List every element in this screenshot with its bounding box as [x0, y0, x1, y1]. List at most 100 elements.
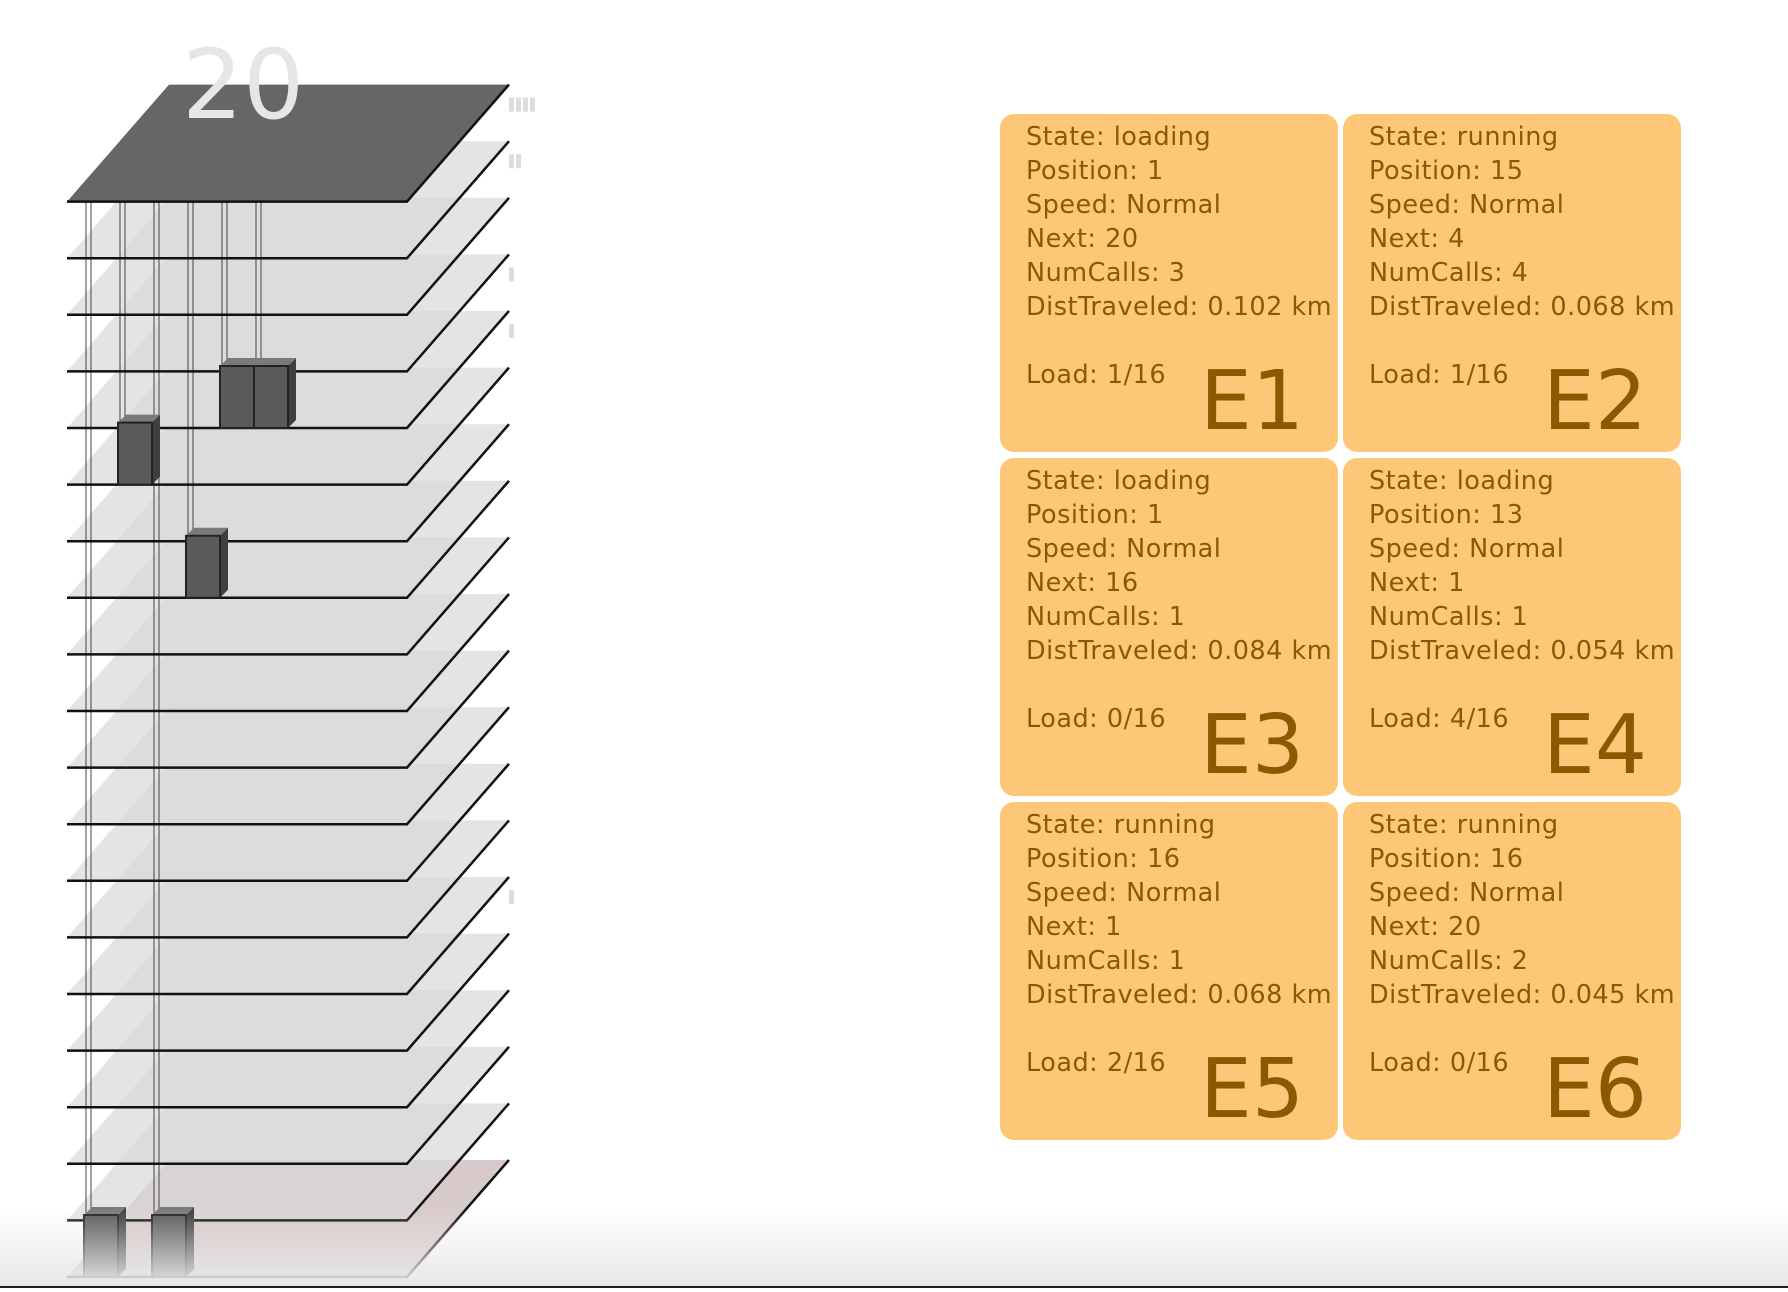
- stat-load: Load: 1/16: [1026, 360, 1167, 390]
- floor-edge: [67, 366, 510, 486]
- elevator-car-side: [288, 358, 296, 428]
- stat-position: Position: 1: [1026, 156, 1164, 186]
- elevator-car-e2: [117, 421, 153, 486]
- elevator-id-label: E4: [1543, 698, 1647, 793]
- elevator-car-e6: [253, 365, 289, 429]
- stat-position: Position: 16: [1369, 844, 1524, 874]
- floor-edge: [67, 479, 510, 600]
- floor-edge: [67, 83, 510, 203]
- stat-state: State: loading: [1369, 466, 1555, 496]
- stat-load: Load: 0/16: [1026, 704, 1167, 734]
- stat-spacer: [1369, 668, 1675, 702]
- floor-edge: [67, 253, 510, 373]
- waiting-passenger-marker: [516, 154, 521, 169]
- stat-state: State: running: [1369, 810, 1559, 840]
- stat-dist-traveled: DistTraveled: 0.045 km: [1369, 980, 1676, 1010]
- stat-position: Position: 16: [1026, 844, 1181, 874]
- floor-edge: [67, 932, 510, 1052]
- stat-numcalls: NumCalls: 3: [1026, 258, 1186, 288]
- stat-position: Position: 1: [1026, 500, 1164, 530]
- stat-dist-traveled: DistTraveled: 0.084 km: [1026, 636, 1333, 666]
- floor-edge: [67, 989, 510, 1109]
- elevator-car-side: [220, 527, 228, 598]
- stat-speed: Speed: Normal: [1026, 878, 1222, 908]
- floor-indicator: 20: [182, 29, 305, 141]
- stat-spacer: [1026, 1012, 1332, 1046]
- stat-load: Load: 0/16: [1369, 1048, 1510, 1078]
- elevator-id-label: E5: [1200, 1042, 1304, 1137]
- stat-state: State: running: [1026, 810, 1216, 840]
- floor-edge: [67, 649, 510, 769]
- elevator-car-e4: [185, 534, 221, 599]
- waiting-passenger-marker: [509, 890, 514, 904]
- stat-state: State: loading: [1026, 122, 1212, 152]
- stat-speed: Speed: Normal: [1369, 190, 1565, 220]
- stat-dist-traveled: DistTraveled: 0.054 km: [1369, 636, 1676, 666]
- stat-next: Next: 1: [1026, 912, 1122, 942]
- waiting-passenger-marker: [516, 97, 521, 112]
- stat-numcalls: NumCalls: 2: [1369, 946, 1529, 976]
- floor-edge: [67, 536, 510, 656]
- elevator-car-top: [186, 527, 228, 536]
- floor-edge: [67, 593, 510, 713]
- stat-load: Load: 4/16: [1369, 704, 1510, 734]
- elevator-id-label: E2: [1543, 354, 1647, 449]
- stat-next: Next: 4: [1369, 224, 1465, 254]
- building-svg: [67, 83, 535, 1279]
- waiting-passenger-marker: [509, 154, 514, 169]
- stat-spacer: [1026, 324, 1332, 358]
- bottom-rule: [0, 1286, 1788, 1288]
- stat-dist-traveled: DistTraveled: 0.068 km: [1026, 980, 1333, 1010]
- floor-edge: [67, 423, 510, 543]
- stat-speed: Speed: Normal: [1369, 534, 1565, 564]
- floor-edge: [67, 310, 510, 430]
- stat-state: State: loading: [1026, 466, 1212, 496]
- stat-load: Load: 1/16: [1369, 360, 1510, 390]
- stat-dist-traveled: DistTraveled: 0.102 km: [1026, 292, 1333, 322]
- bottom-shade: [0, 1208, 1788, 1288]
- stat-dist-traveled: DistTraveled: 0.068 km: [1369, 292, 1676, 322]
- stat-spacer: [1026, 668, 1332, 702]
- elevator-id-label: E3: [1200, 698, 1304, 793]
- stat-next: Next: 16: [1026, 568, 1139, 598]
- elevator-car-top: [254, 358, 296, 366]
- elevator-car-top: [118, 414, 160, 423]
- stat-state: State: running: [1369, 122, 1559, 152]
- waiting-passenger-marker: [509, 97, 514, 112]
- stat-numcalls: NumCalls: 1: [1026, 946, 1186, 976]
- elevator-car-side: [152, 414, 160, 485]
- stat-position: Position: 15: [1369, 156, 1524, 186]
- elevator-id-label: E6: [1543, 1042, 1647, 1137]
- stat-spacer: [1369, 1012, 1675, 1046]
- waiting-passenger-marker: [523, 97, 528, 112]
- elevator-id-label: E1: [1200, 354, 1304, 449]
- stat-numcalls: NumCalls: 1: [1026, 602, 1186, 632]
- floor-edge: [67, 876, 510, 996]
- floor-edge: [67, 1045, 510, 1166]
- floor-edge: [67, 819, 510, 939]
- stat-next: Next: 1: [1369, 568, 1465, 598]
- waiting-passenger-marker: [530, 97, 535, 112]
- building-view: 20: [0, 0, 620, 1288]
- stat-speed: Speed: Normal: [1026, 534, 1222, 564]
- floor-edge: [67, 762, 510, 883]
- stat-next: Next: 20: [1369, 912, 1482, 942]
- stat-spacer: [1369, 324, 1675, 358]
- floor-edge: [67, 196, 510, 317]
- stat-load: Load: 2/16: [1026, 1048, 1167, 1078]
- waiting-passenger-marker: [509, 324, 514, 338]
- floor-edge: [67, 706, 510, 826]
- stat-position: Position: 13: [1369, 500, 1524, 530]
